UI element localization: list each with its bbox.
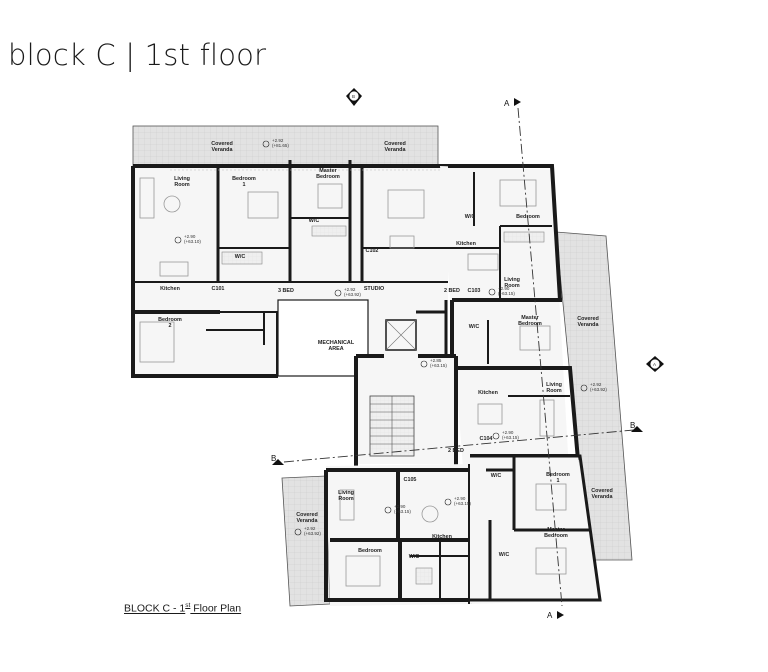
room-label-wc: W/C	[469, 324, 480, 330]
room-label-wc: W/C	[309, 218, 320, 224]
wing-top-left	[131, 125, 448, 378]
room-label-kitchen: Kitchen	[456, 241, 476, 247]
veranda-top	[132, 125, 439, 167]
plan-caption: BLOCK C - 1st Floor Plan	[124, 602, 241, 615]
section-marker-a-top: A	[504, 99, 510, 108]
room-label-wc: W/C	[235, 254, 246, 260]
veranda-bottom-left	[281, 475, 331, 607]
grid-bubble-a: A	[646, 356, 664, 372]
level-marker: +2.90(+63.15)	[444, 496, 471, 506]
section-marker-b-right: B	[630, 421, 635, 430]
unit-type-2-bed: 2 BED	[444, 288, 460, 294]
wing-bottom	[281, 454, 602, 607]
svg-text:+2.90(+63.15): +2.90(+63.15)	[498, 286, 515, 296]
room-label-wc: W/C	[465, 214, 476, 220]
level-marker: +2.92(+81.65)	[262, 138, 289, 148]
core-stairs	[354, 300, 458, 466]
section-marker-b-left: B	[271, 454, 276, 463]
unit-label-c103: C103	[468, 288, 481, 294]
level-marker: +2.90(+63.15)	[488, 286, 515, 296]
room-label-wc: W/C	[409, 554, 420, 560]
unit-label-c101: C101	[212, 286, 225, 292]
page-title: block C | 1st floor	[8, 38, 267, 72]
svg-text:+2.90(+63.15): +2.90(+63.15)	[394, 504, 411, 514]
caption-superscript: st	[185, 602, 191, 609]
section-marker-a-bottom: A	[547, 611, 553, 620]
level-marker: +2.90(+63.10)	[174, 234, 201, 244]
section-lines: A A B B B A	[271, 88, 664, 620]
room-label-bedroom: Bedroom	[358, 548, 382, 554]
unit-label-c104: C104	[480, 436, 493, 442]
svg-text:+2.92(+63.92): +2.92(+63.92)	[304, 526, 321, 536]
grid-bubble-b: B	[346, 88, 362, 106]
svg-text:+2.92(+81.65): +2.92(+81.65)	[272, 138, 289, 148]
svg-text:+2.85(+63.15): +2.85(+63.15)	[430, 358, 447, 368]
section-line-a	[517, 107, 563, 607]
caption-prefix: BLOCK C - 1	[124, 602, 186, 615]
level-marker: +2.92(+63.92)	[334, 287, 361, 297]
level-marker: +2.92(+63.92)	[580, 382, 607, 392]
room-label-kitchen: Kitchen	[478, 390, 498, 396]
unit-type-studio: STUDIO	[364, 286, 384, 292]
svg-text:A: A	[653, 362, 656, 367]
svg-text:+2.90(+63.10): +2.90(+63.10)	[184, 234, 201, 244]
room-label-wc: W/C	[491, 473, 502, 479]
room-label-kitchen: Kitchen	[432, 534, 452, 540]
unit-type-2-bed: 2 BED	[448, 448, 464, 454]
room-label-kitchen: Kitchen	[160, 286, 180, 292]
unit-type-3-bed: 3 BED	[278, 288, 294, 294]
room-label-bedroom: Bedroom	[516, 214, 540, 220]
level-marker: +2.90(+63.15)	[384, 504, 411, 514]
level-marker: +2.92(+63.92)	[294, 526, 321, 536]
section-line-b	[283, 429, 635, 463]
level-marker: +2.85(+63.15)	[420, 358, 447, 368]
svg-text:+2.92(+63.92): +2.92(+63.92)	[344, 287, 361, 297]
svg-text:B: B	[352, 94, 355, 99]
level-markers: +2.92(+81.65) +2.90(+63.10) +2.92(+63.92…	[174, 138, 607, 536]
unit-label-c102: C102	[366, 248, 379, 254]
svg-text:+2.90(+63.15): +2.90(+63.15)	[502, 430, 519, 440]
svg-text:+2.92(+63.92): +2.92(+63.92)	[590, 382, 607, 392]
caption-suffix: Floor Plan	[190, 602, 242, 615]
mechanical-area	[277, 299, 369, 377]
level-marker: +2.90(+63.15)	[492, 430, 519, 440]
unit-label-c105: C105	[404, 477, 417, 483]
room-label-wc: W/C	[499, 552, 510, 558]
svg-text:+2.90(+63.15): +2.90(+63.15)	[454, 496, 471, 506]
